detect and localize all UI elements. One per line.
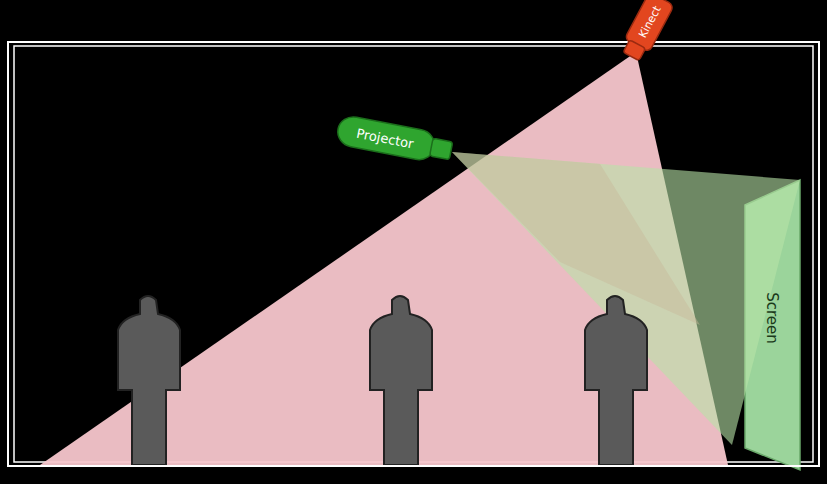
sensor-device: Kinect [617, 0, 676, 65]
device-label: Screen [763, 292, 781, 344]
person-figures [118, 296, 647, 465]
overlap-field [452, 152, 700, 325]
floor-line [8, 465, 819, 467]
projector-device: Projector [334, 113, 456, 167]
screen-box: Screen [744, 173, 800, 463]
room-frame [8, 42, 819, 466]
person-figure [370, 296, 432, 465]
sensor-field [40, 52, 728, 465]
projector-body [335, 114, 437, 162]
person-figure [118, 296, 180, 465]
sensor-lens [623, 40, 645, 61]
projector-lens [430, 138, 453, 159]
person-figure [585, 296, 647, 465]
